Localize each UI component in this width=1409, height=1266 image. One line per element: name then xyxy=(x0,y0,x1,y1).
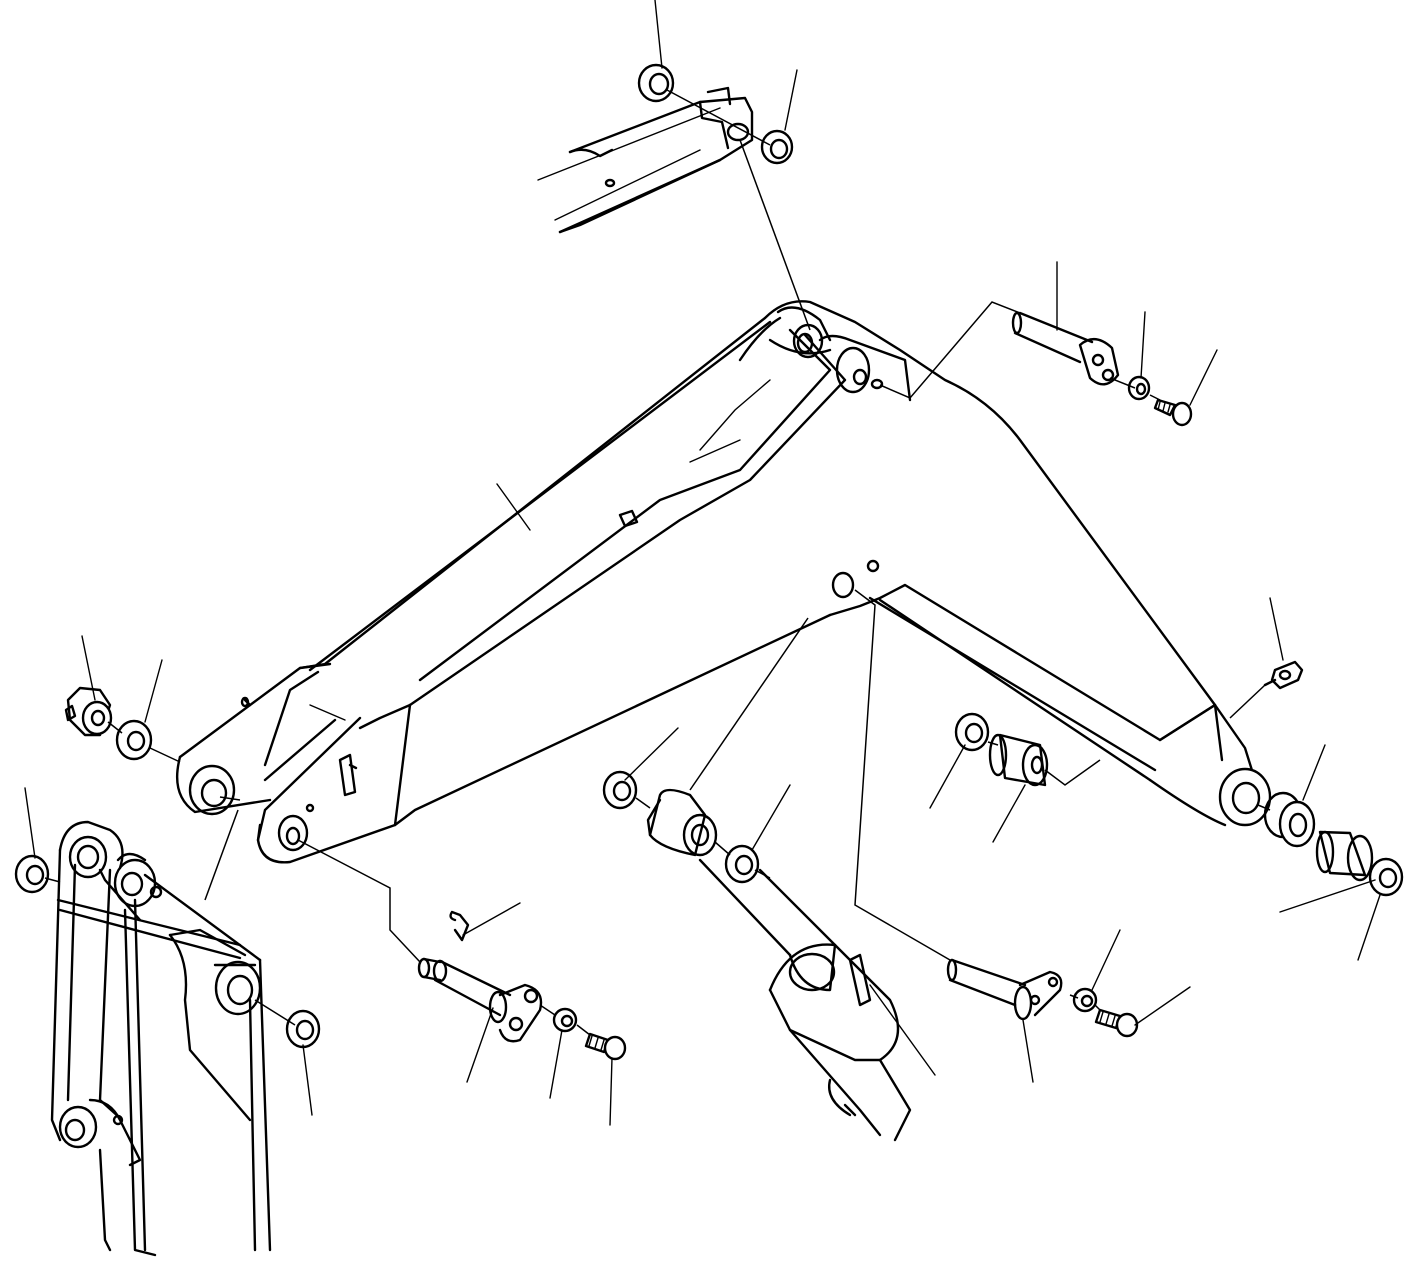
washer xyxy=(760,129,794,165)
nut xyxy=(64,686,113,737)
grease-fitting xyxy=(1263,660,1304,690)
bolt xyxy=(584,1032,627,1061)
bucket-cylinder xyxy=(698,858,936,1142)
bolt xyxy=(1094,1008,1139,1038)
washer xyxy=(1368,857,1404,897)
bushing xyxy=(1315,830,1374,882)
boom xyxy=(50,820,272,1257)
assembly-lines xyxy=(44,89,1271,1036)
bolt xyxy=(1153,398,1193,427)
washer xyxy=(724,844,760,884)
washer xyxy=(954,712,990,752)
washer-small xyxy=(1072,987,1098,1013)
washer-small xyxy=(1127,375,1151,401)
washer xyxy=(602,770,638,810)
bushing xyxy=(988,733,1049,787)
washer xyxy=(637,63,675,103)
pin-boom-cylinder xyxy=(417,957,543,1043)
boom-cylinder-rod-top xyxy=(537,86,754,234)
cotter-pin xyxy=(449,910,470,942)
pin-arm-top xyxy=(1011,311,1120,386)
pin-bucket-cylinder xyxy=(946,958,1063,1021)
washer xyxy=(14,854,50,894)
leader-lines xyxy=(24,0,1381,1126)
seal-ring xyxy=(1263,791,1316,848)
washer xyxy=(285,1009,321,1049)
washer-small xyxy=(552,1007,578,1033)
arm xyxy=(176,300,1272,864)
bushing xyxy=(646,788,718,857)
washer xyxy=(115,719,153,761)
